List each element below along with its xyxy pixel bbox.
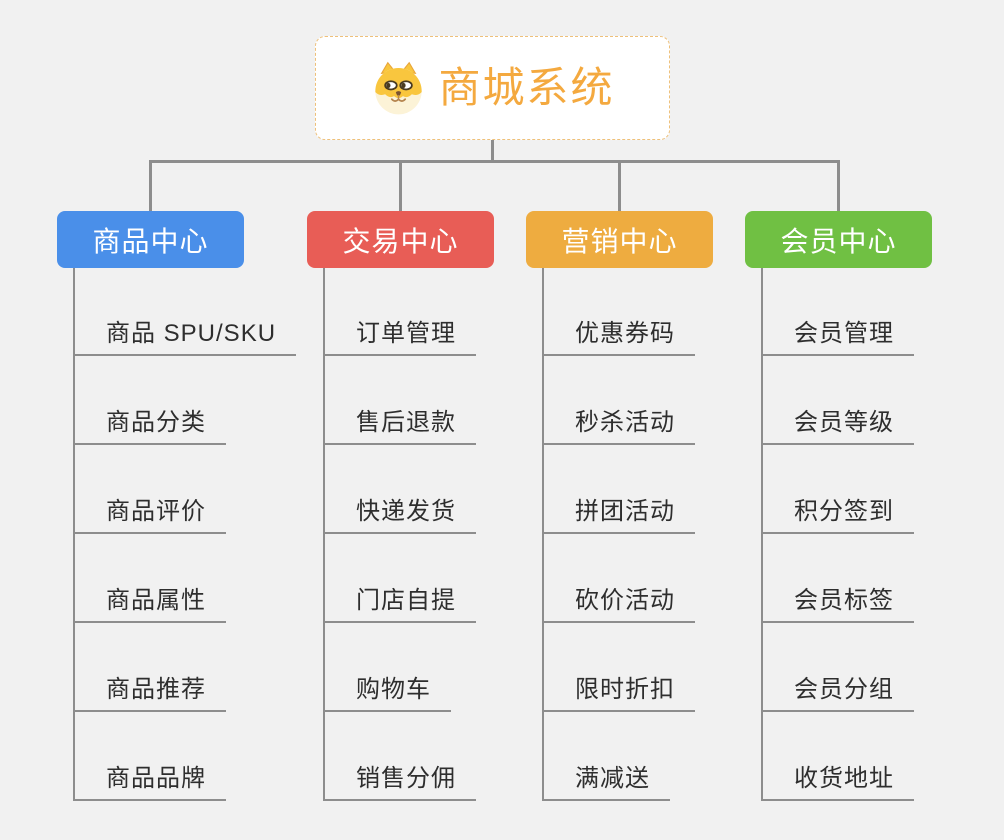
- branch-item[interactable]: 商品评价: [73, 497, 226, 534]
- branch-item[interactable]: 购物车: [323, 675, 451, 712]
- branch-item[interactable]: 会员标签: [761, 586, 914, 623]
- branch-item[interactable]: 拼团活动: [542, 497, 695, 534]
- branch-connector-line: [323, 268, 325, 801]
- branch-item[interactable]: 满减送: [542, 764, 670, 801]
- branch-item[interactable]: 会员等级: [761, 408, 914, 445]
- connector-rail: [149, 160, 840, 163]
- branch: 会员中心 会员管理会员等级积分签到会员标签会员分组收货地址: [745, 211, 995, 811]
- connector-drop: [618, 160, 621, 211]
- branch-items: 订单管理售后退款快递发货门店自提购物车销售分佣: [307, 211, 557, 811]
- root-node[interactable]: 商城系统: [315, 36, 670, 140]
- branch-item[interactable]: 商品 SPU/SKU: [73, 319, 297, 356]
- branch-item[interactable]: 门店自提: [323, 586, 476, 623]
- branch-items: 会员管理会员等级积分签到会员标签会员分组收货地址: [745, 211, 995, 811]
- branch-item[interactable]: 商品推荐: [73, 675, 226, 712]
- branch-label: 会员中心: [780, 225, 897, 257]
- branch-items: 商品 SPU/SKU 商品分类商品评价商品属性商品推荐商品品牌: [57, 211, 307, 811]
- branch-item[interactable]: 订单管理: [323, 319, 476, 356]
- branch-item[interactable]: 商品分类: [73, 408, 226, 445]
- branch-label: 商品中心: [92, 225, 209, 257]
- branch-item[interactable]: 秒杀活动: [542, 408, 695, 445]
- root-title: 商城系统: [438, 64, 615, 111]
- branch-item[interactable]: 限时折扣: [542, 675, 695, 712]
- branch-connector-line: [761, 268, 763, 801]
- branch-item[interactable]: 销售分佣: [323, 764, 476, 801]
- branch-header[interactable]: 营销中心: [526, 211, 713, 268]
- branch-items: 优惠券码秒杀活动拼团活动砍价活动限时折扣满减送: [526, 211, 776, 811]
- branch: 营销中心 优惠券码秒杀活动拼团活动砍价活动限时折扣满减送: [526, 211, 776, 811]
- branch-item[interactable]: 售后退款: [323, 408, 476, 445]
- connector-root-stem: [491, 140, 494, 162]
- branch-connector-line: [73, 268, 75, 801]
- branch: 商品中心 商品 SPU/SKU 商品分类商品评价商品属性商品推荐商品品牌: [57, 211, 307, 811]
- branch-label: 交易中心: [342, 225, 459, 257]
- branch: 交易中心 订单管理售后退款快递发货门店自提购物车销售分佣: [307, 211, 557, 811]
- connector-drop: [837, 160, 840, 211]
- branch-item[interactable]: 收货地址: [761, 764, 914, 801]
- connector-drop: [149, 160, 152, 211]
- branch-item[interactable]: 会员分组: [761, 675, 914, 712]
- branch-connector-line: [542, 268, 544, 801]
- branch-item[interactable]: 积分签到: [761, 497, 914, 534]
- branch-label: 营销中心: [561, 225, 678, 257]
- branch-header[interactable]: 会员中心: [745, 211, 932, 268]
- branch-item[interactable]: 商品品牌: [73, 764, 226, 801]
- branch-item[interactable]: 优惠券码: [542, 319, 695, 356]
- branch-item[interactable]: 会员管理: [761, 319, 914, 356]
- branch-item[interactable]: 砍价活动: [542, 586, 695, 623]
- branch-header[interactable]: 商品中心: [57, 211, 244, 268]
- branch-item[interactable]: 快递发货: [323, 497, 476, 534]
- branch-header[interactable]: 交易中心: [307, 211, 494, 268]
- shiba-dog-icon: [375, 61, 423, 114]
- connector-drop: [399, 160, 402, 211]
- branch-item[interactable]: 商品属性: [73, 586, 226, 623]
